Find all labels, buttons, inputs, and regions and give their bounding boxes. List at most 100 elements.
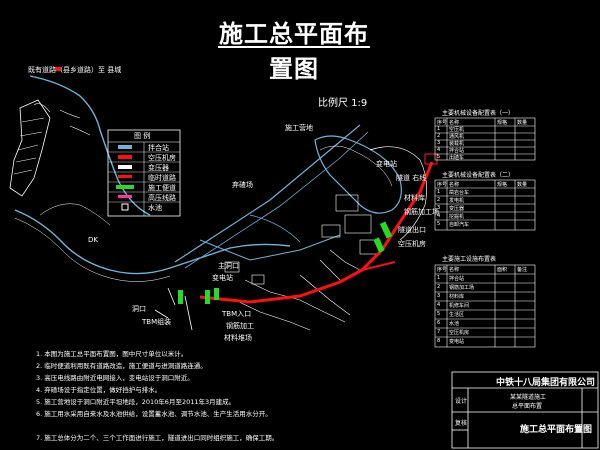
note-line: 5. 施工营地设于洞口附近平坦地段，2010年6月至2011年3月建成。 [36, 398, 236, 406]
table-cell: 通风机 [449, 134, 465, 140]
table-cell: 生活区 [449, 312, 465, 318]
note-line: 6. 施工用水采用自来水及水池供给，设置蓄水池、调节水池、生产生活用水分开。 [36, 410, 272, 418]
right-label: 钢筋加工场 [404, 208, 439, 216]
table-title: 主要施工设施布置表 [442, 256, 497, 263]
facility-table [434, 264, 536, 348]
left-label: 变电站 [212, 274, 233, 282]
table-cell: 1 [437, 189, 441, 195]
table-cell: 水池 [449, 321, 460, 327]
drawing-title: 施工总平面布置图 [520, 425, 593, 435]
table-cell: 8 [437, 338, 441, 344]
equipment-table-1 [434, 117, 536, 161]
left-flag-label: TBM组装 [142, 318, 172, 326]
left-flag-label: 洞口 [132, 305, 146, 313]
note-line: 2. 临时便道利用既有道路改造，施工便道与进洞道路连通。 [36, 362, 207, 370]
access-road-lower [14, 209, 291, 275]
table-cell: 名称 [449, 267, 460, 273]
legend-item: 拌合站 [148, 144, 169, 152]
table-cell: 5 [437, 311, 441, 317]
dump-area-cluster [9, 99, 51, 197]
table-cell: 3 [437, 293, 441, 299]
equipment-table-2 [434, 179, 536, 231]
table-cell: 5 [437, 221, 441, 227]
right-label: 空压机房 [398, 240, 426, 248]
table-cell: 序号 [437, 182, 448, 188]
table-title: 主要机械设备配置表（一） [442, 110, 515, 117]
right-label: 隧道出口 [398, 226, 426, 234]
right-label: 材料库 [404, 194, 425, 202]
legend-title: 图 例 [134, 132, 151, 140]
existing-road [29, 75, 151, 216]
left-label: TBM入口 [222, 310, 252, 318]
table-cell: 备注 [517, 267, 528, 273]
table-cell: 钢筋加工场 [449, 285, 475, 291]
legend-item: 高压线路 [148, 194, 176, 202]
table-cell: 6 [437, 320, 441, 326]
legend-item: 空压机房 [148, 154, 176, 162]
legend-item: 水池 [148, 204, 162, 212]
right-mountain-outline [369, 146, 427, 241]
green-markers [178, 221, 393, 304]
title-block-underline: 施工总平面布置图 [218, 12, 370, 83]
table-cell: 5 [437, 154, 441, 160]
legend-item: 变压器 [148, 164, 169, 172]
table-cell: 机修车间 [449, 303, 470, 309]
table-cell: 装载机 [449, 141, 465, 147]
table-cell: 发电机 [449, 198, 465, 204]
camp-label: 施工营地 [285, 124, 313, 132]
right-label: 隧道 右线 [396, 174, 427, 182]
main-diagonal-road [174, 124, 361, 263]
table-cell: 2 [437, 284, 441, 290]
note-line: 3. 高压电线路由附近电网接入，变电站设于洞口附近。 [36, 374, 194, 382]
table-cell: 数量 [517, 120, 528, 126]
note-line: 7. 施工总体分为二个、三个工作面进行施工，隧道进出口同时组织施工，确保工期。 [36, 434, 279, 442]
note-line: 1. 本图为施工总平面布置图，图中尺寸单位以米计。 [36, 350, 188, 358]
company-name: 中铁十八局集团有限公司 [496, 378, 596, 388]
table-cell: 3 [437, 140, 441, 146]
table-cell: 空压机 [449, 127, 465, 133]
legend-box [107, 129, 181, 217]
table-cell: 凿岩台车 [449, 190, 470, 196]
table-cell: 挖掘机 [449, 214, 465, 220]
road-label: 既有道路（县乡道路）至 县城 [28, 66, 122, 74]
table-cell: 2 [437, 197, 441, 203]
legend-item: 临时道路 [148, 174, 176, 182]
table-cell: 4 [437, 302, 441, 308]
table-cell: 序号 [437, 267, 448, 273]
project-line: 总平面布置 [512, 403, 543, 410]
table-cell: 出碴车 [449, 155, 465, 161]
title-block [451, 371, 599, 449]
camp-loop-road [314, 135, 402, 214]
table-cell: 规格 [497, 182, 508, 188]
table-cell: 空压机房 [449, 330, 470, 336]
table-cell: 1 [437, 275, 441, 281]
legend-item: 施工便道 [148, 184, 176, 192]
substation-marker [424, 153, 438, 165]
left-label: 材料堆场 [224, 334, 252, 342]
right-label: 变电站 [376, 160, 397, 168]
note-line: 4. 弃碴场设于指定位置，做好挡护与排水。 [36, 386, 162, 394]
work-yard-central [224, 194, 381, 331]
table-cell: 名称 [449, 120, 460, 126]
table-cell: 变压器 [449, 206, 465, 212]
table-cell: 4 [437, 147, 441, 153]
side-label: 设计 [455, 398, 468, 405]
table-cell: 变电站 [449, 339, 465, 345]
scale-label: 比例尺 1:9 [318, 98, 368, 109]
table-cell: 4 [437, 213, 441, 219]
page-title: 施工总平面布置图 [219, 19, 369, 83]
table-cell: 1 [437, 126, 441, 132]
table-cell: 面积 [497, 267, 508, 273]
left-label: 主洞口 [218, 262, 239, 270]
dump-label: 弃碴场 [232, 181, 253, 189]
left-label: 钢筋加工 [226, 322, 254, 330]
dk-mark: DK [88, 236, 98, 244]
table-cell: 自卸汽车 [449, 222, 470, 228]
table-cell: 3 [437, 205, 441, 211]
table-cell: 2 [437, 133, 441, 139]
table-cell: 拌合站 [449, 148, 465, 154]
table-cell: 序号 [437, 120, 448, 126]
table-title: 主要机械设备配置表（二） [442, 172, 515, 179]
table-cell: 7 [437, 329, 441, 335]
